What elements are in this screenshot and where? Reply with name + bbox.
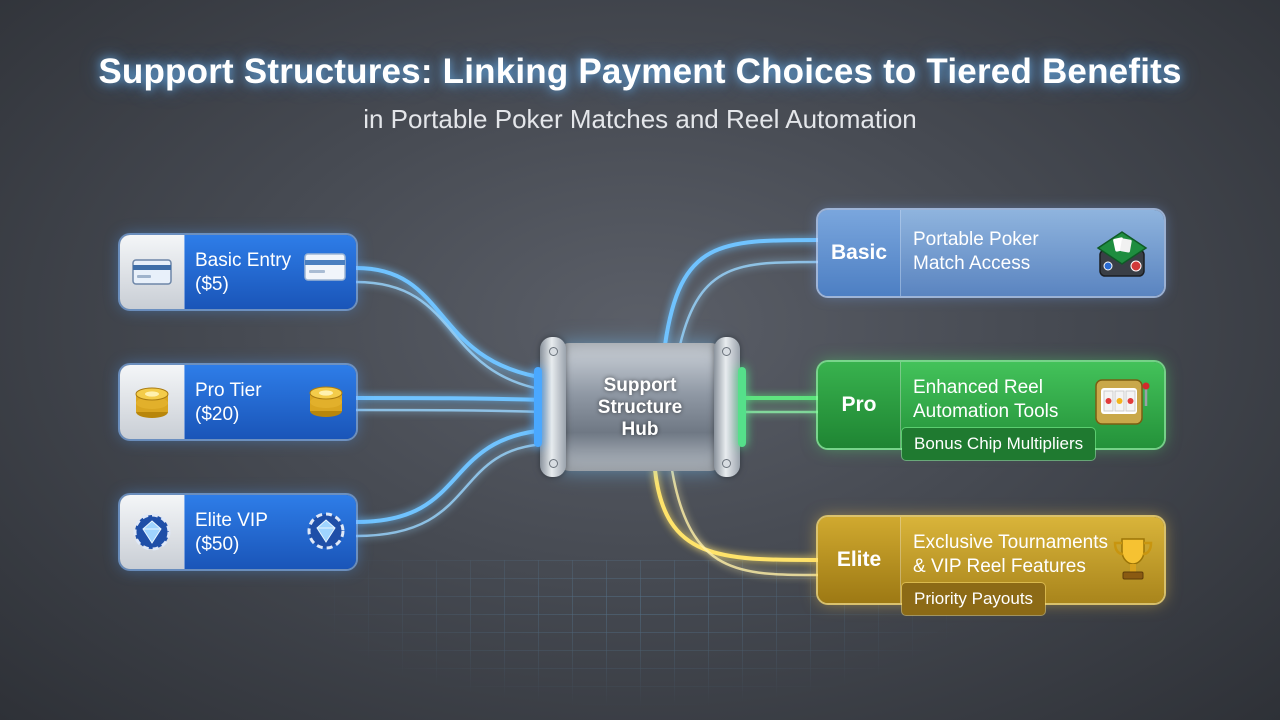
wire-to-elite-b bbox=[670, 468, 820, 577]
hub-screw bbox=[549, 347, 558, 356]
wire-elite-vip-b bbox=[354, 442, 547, 538]
hub-screw bbox=[549, 459, 558, 468]
payment-label: Basic Entry ($5) bbox=[195, 250, 292, 295]
tier-label: Pro bbox=[818, 362, 901, 448]
payment-icon-box bbox=[120, 365, 184, 439]
gold-chip-stack-icon bbox=[309, 386, 343, 417]
wire-pro-tier-b bbox=[354, 408, 547, 414]
wire-pro-tier-a bbox=[354, 396, 547, 402]
hub-cap-left bbox=[540, 337, 566, 477]
payment-pro-tier[interactable]: Pro Tier ($20) bbox=[120, 365, 356, 439]
wire-to-elite-a bbox=[653, 468, 820, 562]
tier-label: Basic bbox=[818, 210, 901, 296]
hub-glow-left bbox=[534, 367, 542, 447]
payment-icon-box bbox=[120, 235, 184, 309]
hub-glow-right bbox=[738, 367, 746, 447]
benefit-elite[interactable]: Elite Exclusive Tournaments & VIP Reel F… bbox=[818, 517, 1164, 617]
gold-chip-stack-icon bbox=[135, 387, 169, 418]
payment-icon-box bbox=[120, 495, 184, 569]
benefit-description: Exclusive Tournaments & VIP Reel Feature… bbox=[913, 532, 1109, 577]
credit-card-icon bbox=[304, 253, 346, 281]
hub-screw bbox=[722, 347, 731, 356]
payment-basic-entry[interactable]: Basic Entry ($5) bbox=[120, 235, 356, 309]
benefit-description: Enhanced Reel Automation Tools bbox=[913, 377, 1059, 422]
payment-label: Elite VIP ($50) bbox=[195, 510, 268, 555]
tier-label: Elite bbox=[818, 517, 901, 603]
hub-cylinder bbox=[554, 343, 726, 471]
wire-to-basic-a bbox=[663, 238, 820, 347]
payment-label: Pro Tier ($20) bbox=[195, 380, 262, 425]
wire-elite-vip-a bbox=[354, 428, 547, 524]
benefit-extra: Priority Payouts bbox=[902, 583, 1046, 615]
poker-table-icon bbox=[1096, 231, 1148, 277]
page-title: Support Structures: Linking Payment Choi… bbox=[98, 52, 1182, 91]
trophy-icon bbox=[1113, 538, 1153, 580]
benefit-description: Portable Poker Match Access bbox=[913, 229, 1039, 274]
wire-to-basic-b bbox=[678, 260, 820, 347]
benefit-pro[interactable]: Pro Enhanced Reel Automation Tools Bonus… bbox=[818, 362, 1164, 462]
benefit-basic[interactable]: Basic Portable Poker Match Access bbox=[818, 210, 1164, 296]
slot-machine-icon bbox=[1095, 379, 1150, 425]
diamond-chip-icon bbox=[133, 513, 171, 551]
wire-basic-entry-b bbox=[354, 280, 547, 392]
diamond-chip-icon bbox=[307, 512, 345, 550]
payment-elite-vip[interactable]: Elite VIP ($50) bbox=[120, 495, 356, 569]
hub-screw bbox=[722, 459, 731, 468]
wire-basic-entry-a bbox=[354, 266, 547, 380]
hub-label: Support Structure Hub bbox=[597, 375, 683, 440]
hub-cap-right bbox=[714, 337, 740, 477]
credit-card-icon bbox=[132, 259, 172, 285]
support-structure-hub[interactable]: Support Structure Hub bbox=[534, 337, 746, 477]
page-subtitle: in Portable Poker Matches and Reel Autom… bbox=[363, 104, 917, 134]
benefit-extra: Bonus Chip Multipliers bbox=[902, 428, 1096, 460]
